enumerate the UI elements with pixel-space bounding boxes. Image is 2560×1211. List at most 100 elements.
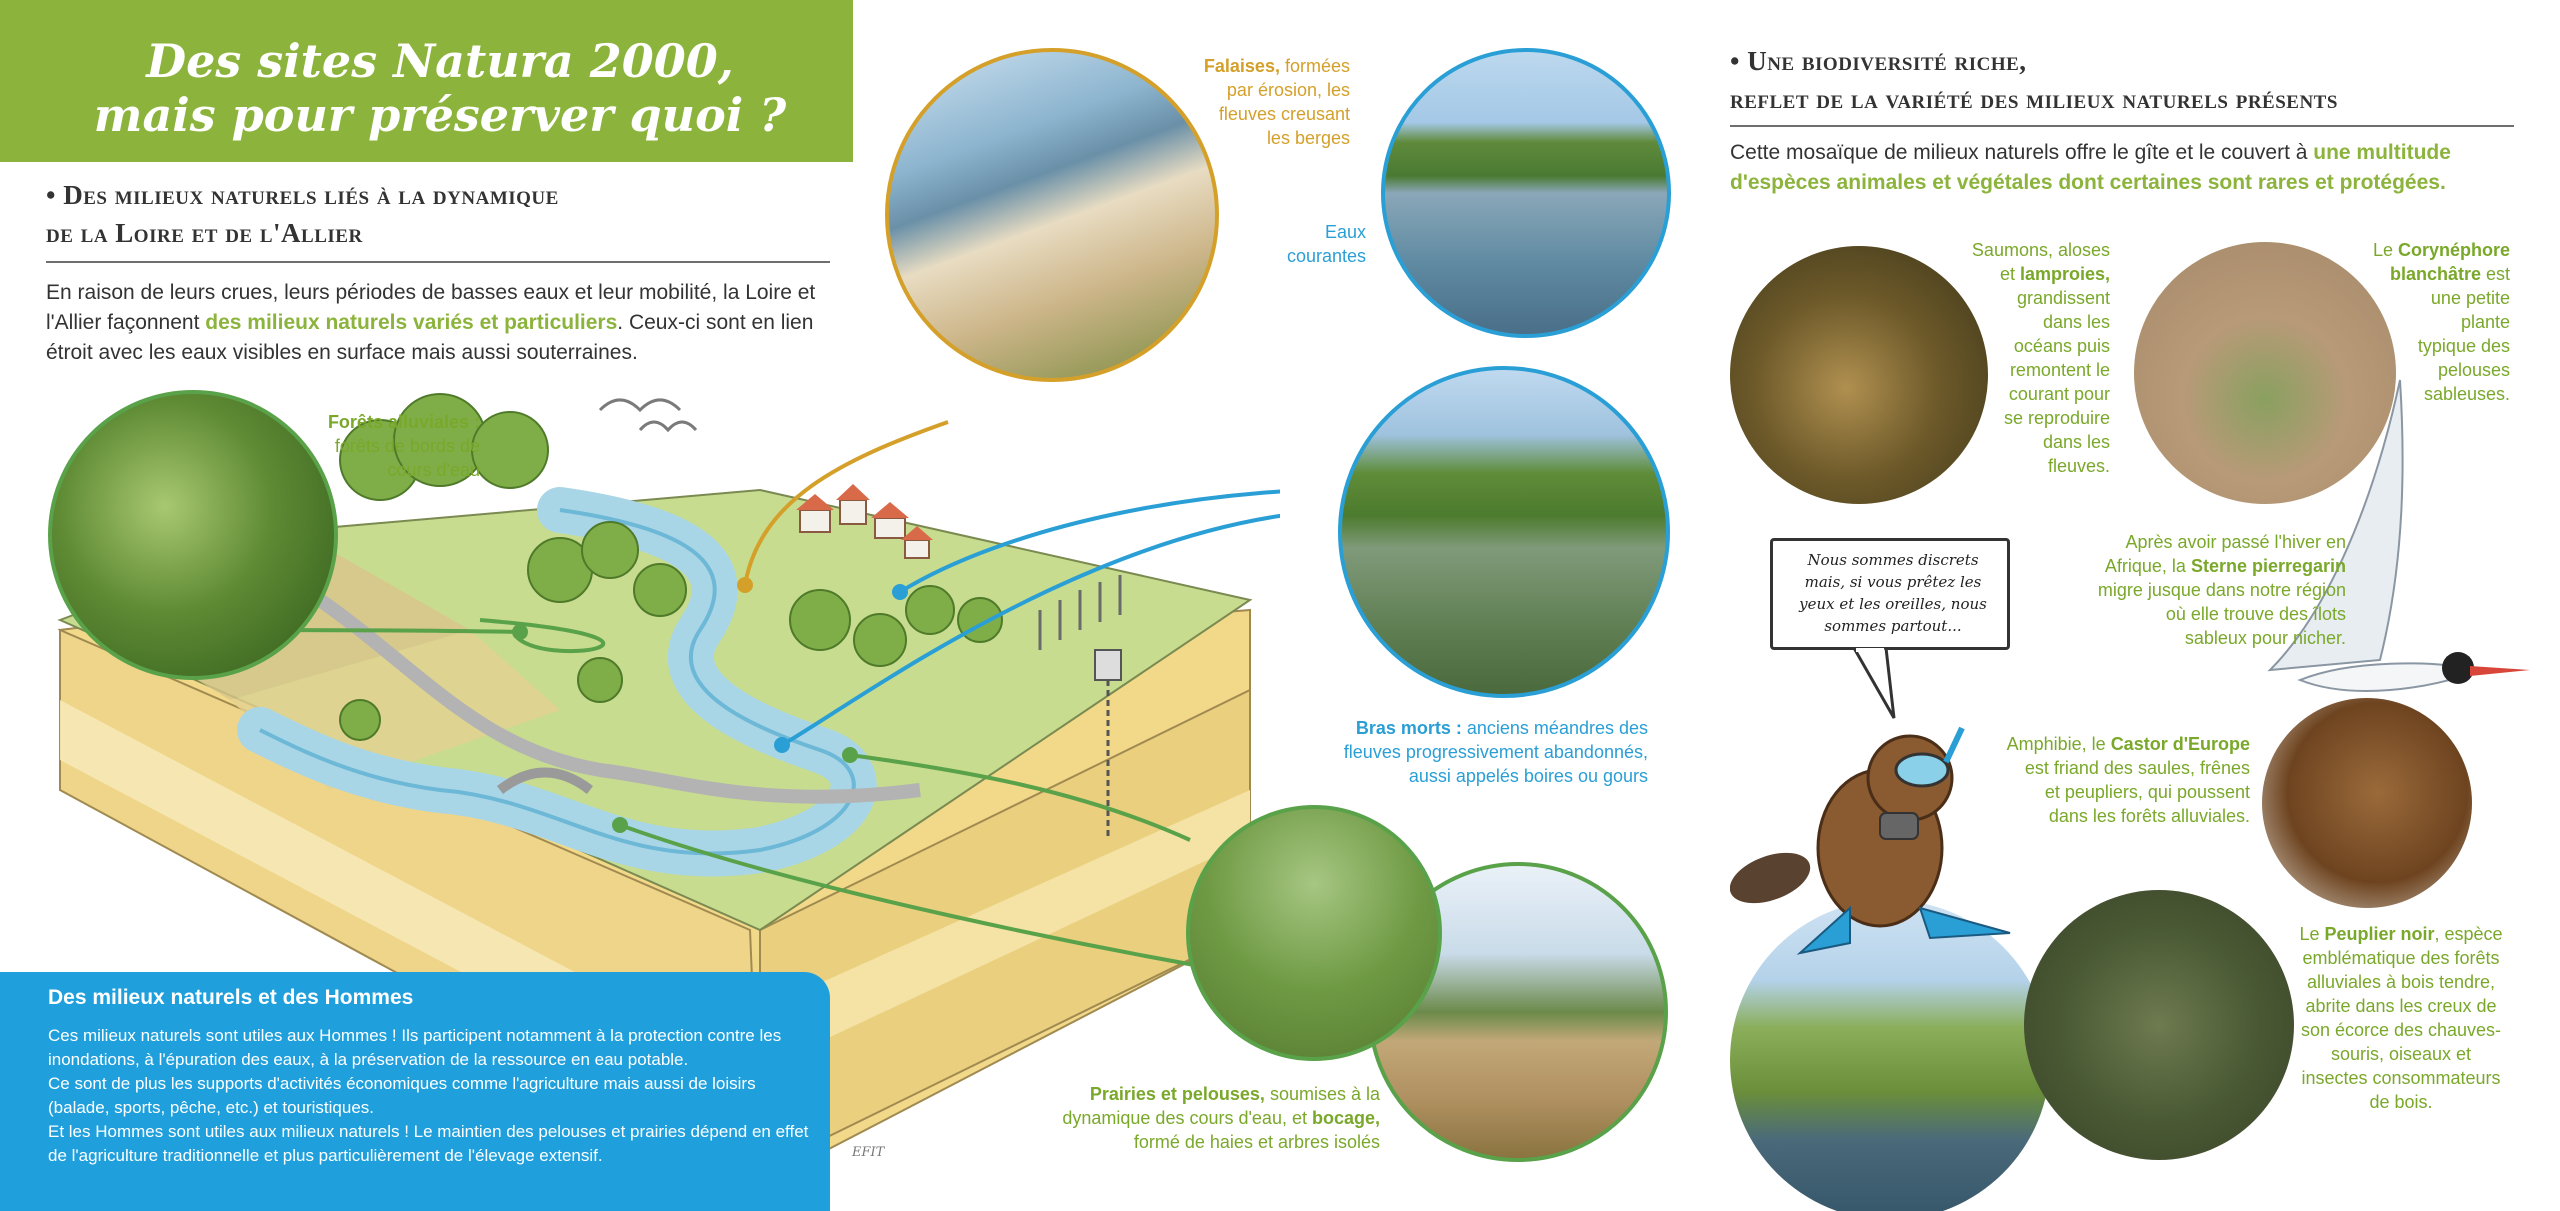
caption-eaux-courantes: Eaux courantes bbox=[1230, 220, 1366, 268]
right-intro-part1: Cette mosaïque de milieux naturels offre… bbox=[1730, 141, 2314, 164]
saumons-line4: dans les bbox=[2042, 312, 2110, 332]
peuplier-line5: son écorce des chauves- bbox=[2300, 1020, 2502, 1040]
right-intro: Cette mosaïque de milieux naturels offre… bbox=[1730, 138, 2520, 198]
left-heading-rule bbox=[46, 261, 830, 263]
hommes-title: Des milieux naturels et des Hommes bbox=[48, 986, 414, 1009]
castor-line3: et peupliers, qui poussent bbox=[2044, 782, 2250, 802]
speech-line1: Nous sommes discrets bbox=[1807, 551, 1979, 569]
peuplier-line3: alluviales à bois tendre, bbox=[2306, 972, 2496, 992]
saumons-line6: remontent le bbox=[2009, 360, 2110, 380]
cory-line4: plante bbox=[2460, 312, 2510, 332]
photo-castor bbox=[2262, 698, 2472, 908]
castor-line2: est friand des saules, frênes bbox=[2024, 758, 2250, 778]
speech-line2: mais, si vous prêtez les bbox=[1804, 573, 1982, 591]
caption-forets-line2: forêts de bords de bbox=[334, 436, 480, 456]
cory-line1b: Corynéphore bbox=[2397, 240, 2510, 260]
saumons-line3: grandissent bbox=[2016, 288, 2110, 308]
caption-bras-line1: anciens méandres des bbox=[1461, 718, 1648, 738]
cory-line5: typique des bbox=[2417, 336, 2510, 356]
caption-falaises-line3: fleuves creusant bbox=[1218, 104, 1350, 124]
castor-line4: dans les forêts alluviales. bbox=[2048, 806, 2250, 826]
speech-line3: yeux et les oreilles, nous bbox=[1799, 595, 1987, 613]
peuplier-line7: insectes consommateurs bbox=[2301, 1068, 2501, 1088]
cory-line2b: est bbox=[2480, 264, 2510, 284]
speech-bubble: Nous sommes discrets mais, si vous prête… bbox=[1770, 538, 2010, 650]
caption-eaux-line1: Eaux bbox=[1324, 222, 1366, 242]
saumons-line10: fleuves. bbox=[2047, 456, 2110, 476]
photo-peuplier-ecorce bbox=[2024, 890, 2294, 1160]
caption-falaises-line1: formées bbox=[1279, 56, 1350, 76]
left-intro: En raison de leurs crues, leurs périodes… bbox=[46, 278, 832, 368]
sterne-line2a: Afrique, la bbox=[2104, 556, 2191, 576]
right-heading-line1: • Une biodiversité riche, bbox=[1730, 46, 2027, 76]
caption-eaux-line2: courantes bbox=[1286, 246, 1366, 266]
caption-prairies-line1: soumises à la bbox=[1264, 1084, 1380, 1104]
photo-forets-alluviales bbox=[48, 390, 338, 680]
speech-bubble-tail bbox=[1852, 648, 1896, 719]
photo-falaises bbox=[885, 48, 1219, 382]
sterne-line4: où elle trouve des îlots bbox=[2165, 604, 2346, 624]
left-intro-part1: En raison de leurs crues, leurs périodes… bbox=[46, 281, 816, 334]
left-heading-line2: de la Loire et de l'Allier bbox=[46, 218, 363, 248]
saumons-line5: océans puis bbox=[2013, 336, 2110, 356]
right-intro-highlight: une multitude d'espèces animales et végé… bbox=[1730, 141, 2451, 194]
caption-forets-line3: cours d'eau bbox=[387, 460, 481, 480]
hommes-paragraph-1: Ces milieux naturels sont utiles aux Hom… bbox=[48, 1026, 782, 1069]
sterne-line1: Après avoir passé l'hiver en bbox=[2125, 532, 2346, 552]
cory-line3: une petite bbox=[2430, 288, 2510, 308]
beaver-mascot-illustration bbox=[1730, 726, 2011, 955]
hommes-paragraph-3: Et les Hommes sont utiles aux milieux na… bbox=[48, 1122, 809, 1165]
saumons-line9: dans les bbox=[2042, 432, 2110, 452]
peuplier-line6: souris, oiseaux et bbox=[2330, 1044, 2472, 1064]
sterne-bird-illustration bbox=[2267, 379, 2530, 692]
photo-corynephore bbox=[2134, 242, 2396, 504]
peuplier-line1b: Peuplier noir bbox=[2324, 924, 2435, 944]
caption-forets-alluviales: Forêts alluviales : forêts de bords de c… bbox=[300, 410, 480, 482]
photo-lamproie bbox=[1730, 246, 1988, 504]
hommes-paragraph-2: Ce sont de plus les supports d'activités… bbox=[48, 1074, 756, 1117]
speech-bubble-text: Nous sommes discrets mais, si vous prête… bbox=[1783, 549, 2003, 637]
saumons-line2b: lamproies, bbox=[2019, 264, 2110, 284]
caption-saumons: Saumons, aloses et lamproies, grandissen… bbox=[1900, 238, 2110, 478]
photo-peuplier-riviere bbox=[1730, 900, 2050, 1211]
caption-prairies-bold2: bocage, bbox=[1311, 1108, 1380, 1128]
saumons-line2a: et bbox=[1999, 264, 2020, 284]
saumons-line1: Saumons, aloses bbox=[1971, 240, 2110, 260]
caption-peuplier: Le Peuplier noir, espèce emblématique de… bbox=[2292, 922, 2510, 1114]
caption-bras-bold: Bras morts : bbox=[1355, 718, 1462, 738]
peuplier-line1c: , espèce bbox=[2434, 924, 2503, 944]
caption-prairies-line3: formé de haies et arbres isolés bbox=[1133, 1132, 1380, 1152]
photo-eaux-courantes bbox=[1381, 48, 1671, 338]
right-heading-line2: reflet de la variété des milieux naturel… bbox=[1730, 84, 2338, 114]
caption-falaises-line2: par érosion, les bbox=[1226, 80, 1350, 100]
caption-prairies: Prairies et pelouses, soumises à la dyna… bbox=[1000, 1082, 1380, 1154]
caption-forets-bold: Forêts alluviales : bbox=[327, 412, 480, 432]
speech-line4: sommes partout... bbox=[1824, 617, 1962, 635]
sterne-line5: sableux pour nicher. bbox=[2184, 628, 2346, 648]
cory-line7: sableuses. bbox=[2423, 384, 2510, 404]
photo-prairies-bocage bbox=[1186, 805, 1442, 1061]
caption-castor: Amphibie, le Castor d'Europe est friand … bbox=[1990, 732, 2250, 828]
caption-bras-line3: aussi appelés boires ou gours bbox=[1408, 766, 1648, 786]
left-heading-line1: • Des milieux naturels liés à la dynamiq… bbox=[46, 180, 559, 210]
photo-bras-morts bbox=[1338, 366, 1670, 698]
caption-falaises-line4: les berges bbox=[1266, 128, 1350, 148]
saumons-line8: se reproduire bbox=[2003, 408, 2110, 428]
cory-line2a: blanchâtre bbox=[2389, 264, 2481, 284]
left-intro-part2: . Ceux-ci sont en lien étroit avec les e… bbox=[46, 311, 814, 364]
title-banner: Des sites Natura 2000, mais pour préserv… bbox=[0, 0, 853, 162]
hommes-info-box: Des milieux naturels et des Hommes Ces m… bbox=[0, 972, 830, 1211]
castor-line1b: Castor d'Europe bbox=[2110, 734, 2250, 754]
left-intro-highlight: des milieux naturels variés et particuli… bbox=[205, 311, 618, 334]
right-heading-rule bbox=[1730, 125, 2514, 127]
peuplier-line2: emblématique des forêts bbox=[2302, 948, 2500, 968]
castor-line1a: Amphibie, le bbox=[2006, 734, 2111, 754]
page-title-line2: mais pour préserver quoi ? bbox=[93, 88, 787, 142]
cory-line1a: Le bbox=[2372, 240, 2398, 260]
sterne-line3: migre jusque dans notre région bbox=[2097, 580, 2346, 600]
page-title-line1: Des sites Natura 2000, bbox=[146, 34, 734, 88]
caption-corynephore: Le Corynéphore blanchâtre est une petite… bbox=[2330, 238, 2510, 406]
caption-bras-line2: fleuves progressivement abandonnés, bbox=[1343, 742, 1648, 762]
peuplier-line4: abrite dans les creux de bbox=[2305, 996, 2497, 1016]
sterne-line2b: Sterne pierregarin bbox=[2190, 556, 2346, 576]
